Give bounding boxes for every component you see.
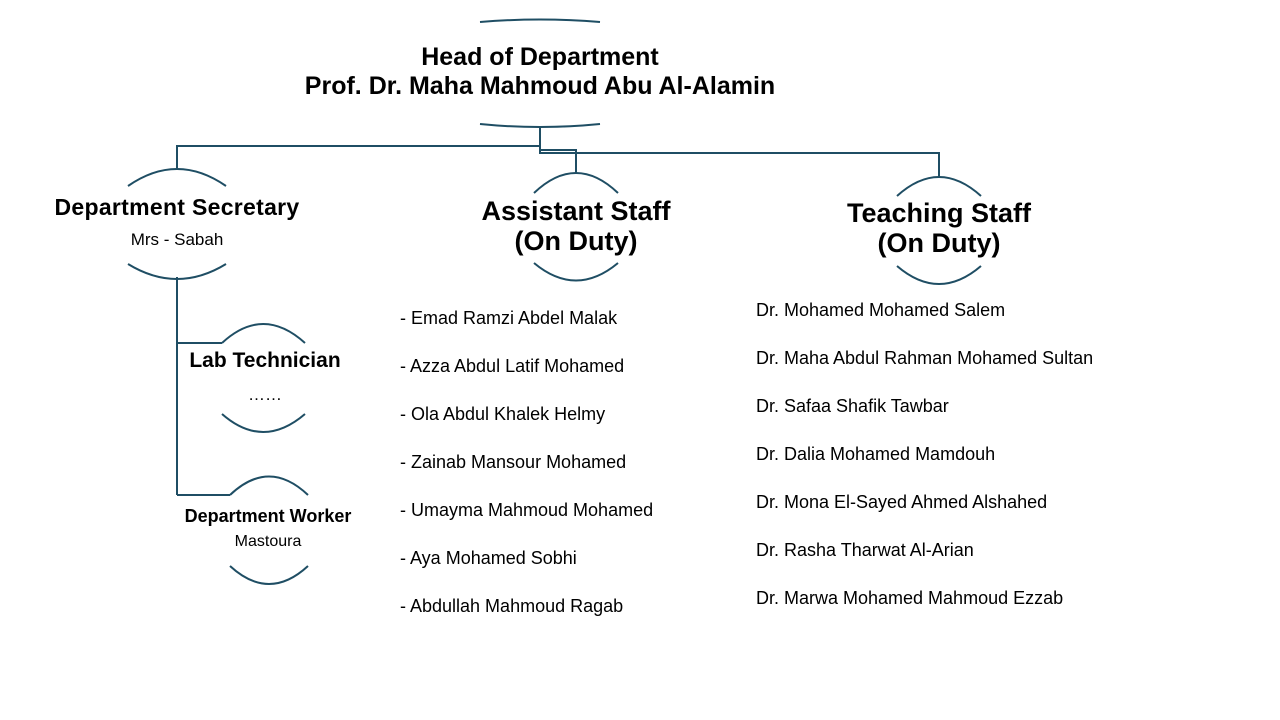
- teaching-staff-list: Dr. Mohamed Mohamed Salem Dr. Maha Abdul…: [756, 298, 1093, 634]
- assistant-staff-title: Assistant Staff: [481, 196, 671, 226]
- teaching-bottom-arc: [896, 265, 982, 285]
- department-worker-title: Department Worker: [184, 506, 352, 526]
- list-item: - Ola Abdul Khalek Helmy: [400, 404, 606, 424]
- teaching-staff-subtitle: (On Duty): [877, 228, 1001, 258]
- teaching-top-arc: [896, 176, 982, 197]
- list-item: - Azza Abdul Latif Mohamed: [400, 356, 625, 376]
- list-item: - Zainab Mansour Mohamed: [400, 452, 627, 472]
- secretary-top-arc: [127, 168, 227, 187]
- worker-bottom-arc: [229, 565, 309, 585]
- list-item: - Aya Mohamed Sobhi: [400, 548, 577, 568]
- head-top-arc: [479, 18, 601, 23]
- list-item: - Emad Ramzi Abdel Malak: [400, 308, 618, 328]
- list-item: Dr. Mohamed Mohamed Salem: [756, 300, 1006, 320]
- head-bottom-arc: [479, 123, 601, 128]
- list-item: - Abdullah Mahmoud Ragab: [400, 596, 624, 616]
- list-item: Dr. Maha Abdul Rahman Mohamed Sultan: [756, 348, 1094, 368]
- secretary-node: Department Secretary Mrs - Sabah: [27, 193, 327, 251]
- list-item: - Umayma Mahmoud Mohamed: [400, 500, 654, 520]
- head-to-assistant-line: [539, 146, 577, 174]
- assistant-staff-list: - Emad Ramzi Abdel Malak - Azza Abdul La…: [400, 306, 653, 642]
- teaching-staff-title: Teaching Staff: [846, 198, 1032, 228]
- secretary-title: Department Secretary: [54, 194, 300, 220]
- list-item: Dr. Safaa Shafik Tawbar: [756, 396, 949, 416]
- department-worker-node: Department Worker Mastoura: [143, 504, 393, 552]
- teaching-staff-node: Teaching Staff (On Duty): [789, 198, 1089, 258]
- lab-technician-title: Lab Technician: [189, 349, 341, 372]
- lab-technician-node: Lab Technician ……: [165, 348, 365, 406]
- head-to-teaching-line: [539, 150, 940, 178]
- list-item: Dr. Mona El-Sayed Ahmed Alshahed: [756, 492, 1048, 512]
- assistant-top-arc: [533, 172, 619, 194]
- head-name: Prof. Dr. Maha Mahmoud Abu Al-Alamin: [304, 72, 776, 100]
- head-node: Head of Department Prof. Dr. Maha Mahmou…: [240, 43, 840, 101]
- list-item: Dr. Rasha Tharwat Al-Arian: [756, 540, 974, 560]
- lab-bottom-arc: [221, 413, 306, 433]
- head-title: Head of Department: [421, 43, 659, 71]
- secretary-bottom-arc: [127, 263, 227, 280]
- head-to-secretary-line: [176, 128, 541, 168]
- list-item: Dr. Marwa Mohamed Mahmoud Ezzab: [756, 588, 1064, 608]
- list-item: Dr. Dalia Mohamed Mamdouh: [756, 444, 996, 464]
- assistant-bottom-arc: [533, 262, 619, 282]
- assistant-staff-node: Assistant Staff (On Duty): [426, 196, 726, 256]
- secretary-name: Mrs - Sabah: [130, 230, 224, 249]
- worker-top-arc: [229, 475, 309, 496]
- lab-technician-name: ……: [248, 385, 282, 404]
- department-worker-name: Mastoura: [234, 533, 302, 550]
- assistant-staff-subtitle: (On Duty): [514, 226, 638, 256]
- lab-top-arc: [221, 323, 306, 344]
